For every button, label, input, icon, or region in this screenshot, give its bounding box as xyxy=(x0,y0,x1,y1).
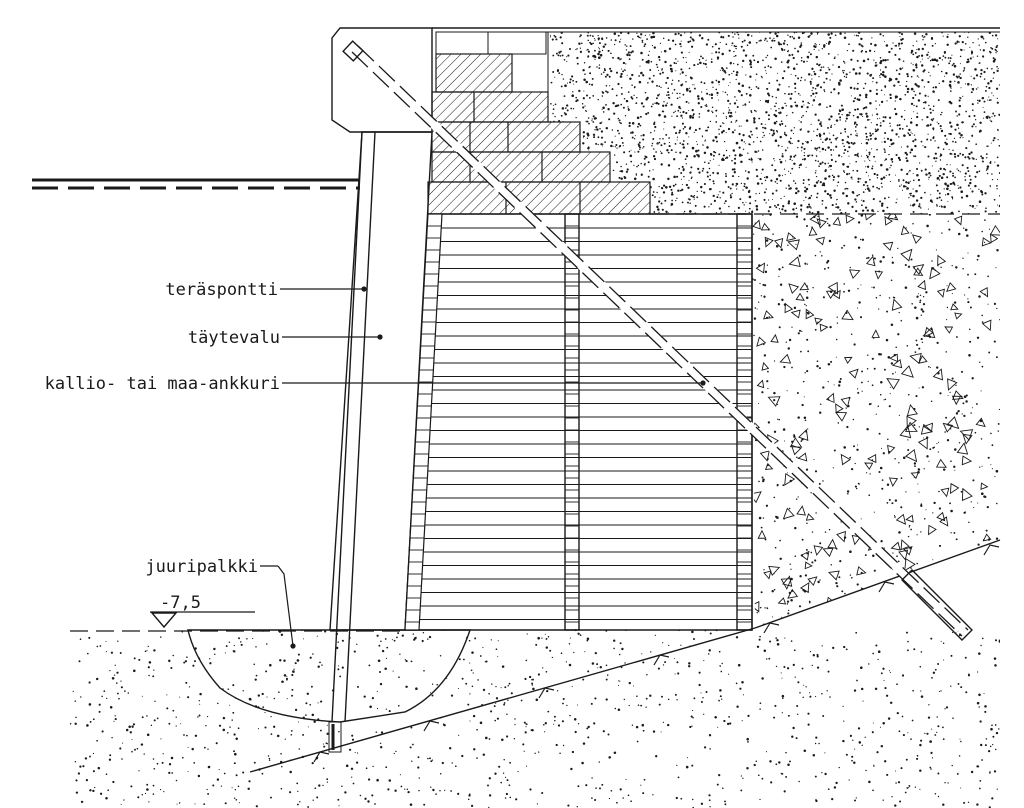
caisson xyxy=(404,213,753,631)
soil-material xyxy=(70,629,1000,808)
upper-fill-material xyxy=(550,32,1000,214)
label-infill-concrete: täytevalu xyxy=(188,328,280,348)
gravel-fill-material xyxy=(752,214,1000,628)
label-root-beam: juuripalkki xyxy=(145,557,258,577)
rock-surface xyxy=(249,539,1001,773)
label-anchor: kallio- tai maa-ankkuri xyxy=(45,374,280,394)
label-sheet-pile: teräspontti xyxy=(165,280,278,300)
pile-tip xyxy=(328,721,342,753)
water-level xyxy=(32,178,360,190)
root-beam xyxy=(187,629,471,723)
steel-sheet-pile xyxy=(328,131,376,753)
anchor-bond-length xyxy=(901,569,973,641)
annotations: teräspontti täytevalu kallio- tai maa-an… xyxy=(45,280,706,649)
label-level: -7,5 xyxy=(160,593,201,613)
rock-or-soil-anchor xyxy=(342,40,973,641)
anchor-head xyxy=(342,40,364,62)
stone-blocks xyxy=(427,32,651,215)
triangle-down-icon xyxy=(150,612,178,629)
